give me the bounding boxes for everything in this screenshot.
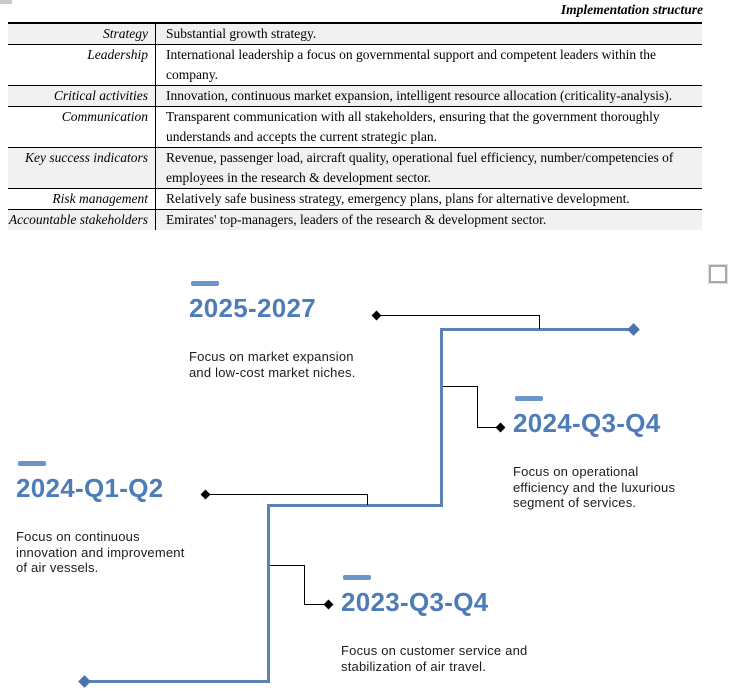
table-row: Leadership International leadership a fo… xyxy=(8,44,702,85)
milestone-description: Focus on customer service and stabilizat… xyxy=(341,643,528,674)
milestone-period: 2024-Q3-Q4 xyxy=(513,408,661,438)
table-row: Communication Transparent communication … xyxy=(8,106,702,147)
connector-line xyxy=(477,386,478,427)
row-label: Strategy xyxy=(8,24,156,44)
row-value: International leadership a focus on gove… xyxy=(166,47,656,82)
milestone-description: Focus on market expansion and low-cost m… xyxy=(189,349,356,380)
connector-line xyxy=(367,494,368,505)
milestone-2025-2027: 2025-2027 Focus on market expansion and … xyxy=(189,281,364,380)
connector-line xyxy=(304,565,305,604)
connector-line xyxy=(208,494,368,495)
milestone-description: Focus on continuous innovation and impro… xyxy=(16,529,185,575)
timeline-line-segment xyxy=(440,328,635,331)
milestone-period: 2024-Q1-Q2 xyxy=(16,473,164,503)
connector-line xyxy=(270,565,305,566)
connector-line xyxy=(379,315,540,316)
milestone-2024-q3-q4: 2024-Q3-Q4 Focus on operational efficien… xyxy=(513,396,683,511)
empty-checkbox[interactable] xyxy=(708,264,728,284)
table-row: Accountable stakeholders Emirates' top-m… xyxy=(8,209,702,230)
connector-line xyxy=(477,427,498,428)
row-label: Risk management xyxy=(8,189,156,209)
table-row: Key success indicators Revenue, passenge… xyxy=(8,147,702,188)
milestone-2023-q3-q4: 2023-Q3-Q4 Focus on customer service and… xyxy=(341,575,576,674)
row-value: Substantial growth strategy. xyxy=(166,26,317,41)
table-row: Critical activities Innovation, continuo… xyxy=(8,85,702,106)
table-caption: Implementation structure xyxy=(560,2,703,17)
milestone-dash-icon xyxy=(343,575,371,580)
timeline-line-segment xyxy=(85,680,270,683)
row-label: Accountable stakeholders xyxy=(8,210,156,230)
row-value: Emirates' top-managers, leaders of the r… xyxy=(166,212,547,227)
connector-diamond xyxy=(323,599,334,610)
connector-diamond xyxy=(495,422,506,433)
table-row: Strategy Substantial growth strategy. xyxy=(8,24,702,44)
timeline-start-diamond xyxy=(78,675,91,688)
timeline-line-segment xyxy=(267,504,443,507)
connector-line xyxy=(443,386,478,387)
timeline-line-segment xyxy=(267,504,270,683)
row-value: Relatively safe business strategy, emerg… xyxy=(166,191,630,206)
row-label: Communication xyxy=(8,107,156,147)
timeline-end-diamond xyxy=(627,323,640,336)
milestone-dash-icon xyxy=(515,396,543,401)
milestone-period: 2023-Q3-Q4 xyxy=(341,587,489,617)
row-value: Revenue, passenger load, aircraft qualit… xyxy=(166,150,674,185)
connector-line xyxy=(539,315,540,329)
row-value: Transparent communication with all stake… xyxy=(166,109,660,144)
milestone-2024-q1-q2: 2024-Q1-Q2 Focus on continuous innovatio… xyxy=(16,461,196,576)
table-row: Risk management Relatively safe business… xyxy=(8,188,702,209)
implementation-structure-table: Strategy Substantial growth strategy. Le… xyxy=(8,22,702,230)
window-corner-artifact xyxy=(0,0,12,4)
timeline-line-segment xyxy=(440,328,443,507)
row-label: Leadership xyxy=(8,45,156,85)
milestone-dash-icon xyxy=(18,461,46,466)
milestone-dash-icon xyxy=(191,281,219,286)
milestone-period: 2025-2027 xyxy=(189,293,317,323)
row-label: Critical activities xyxy=(8,86,156,106)
row-value: Innovation, continuous market expansion,… xyxy=(166,88,673,103)
connector-line xyxy=(304,604,326,605)
row-label: Key success indicators xyxy=(8,148,156,188)
milestone-description: Focus on operational efficiency and the … xyxy=(513,464,676,510)
